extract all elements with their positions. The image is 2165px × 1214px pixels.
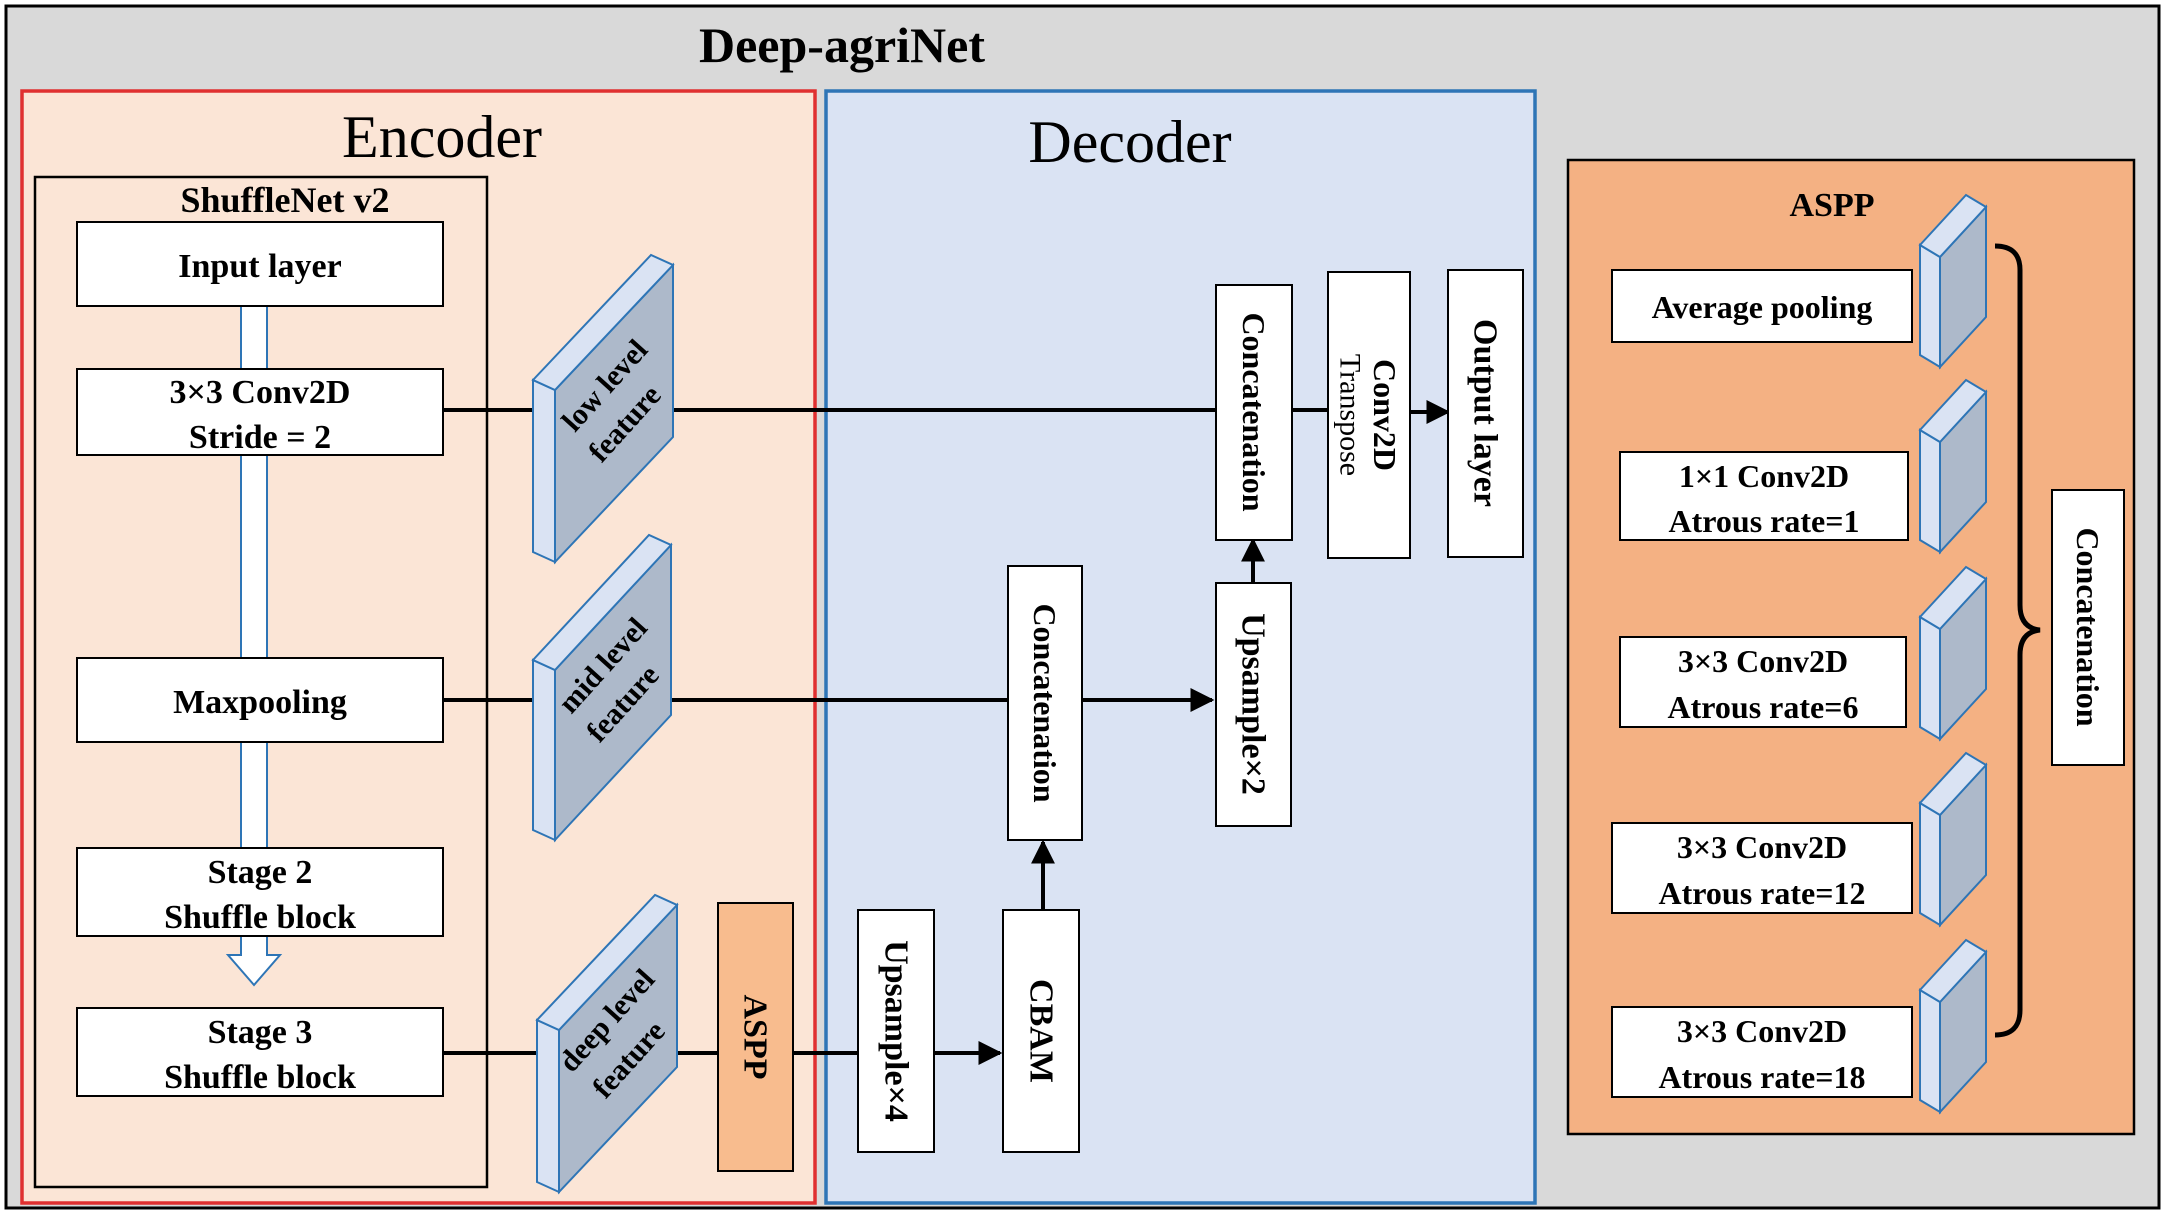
aspp-panel-title: ASPP bbox=[1790, 187, 1875, 224]
aspp-branch-average-pooling: Average pooling bbox=[1611, 269, 1913, 343]
stage3-label-1: Stage 3 bbox=[208, 1014, 313, 1051]
low-level-feature: low level feature bbox=[531, 253, 675, 565]
aspp-branch-box bbox=[1611, 1006, 1913, 1098]
maxpooling-box bbox=[76, 657, 444, 743]
aspp-feature-slab-3 bbox=[1918, 565, 1988, 742]
aspp-concat-label: Concatenation bbox=[2070, 527, 2106, 726]
mid-level-feature-top bbox=[531, 533, 673, 672]
aspp-curly-brace bbox=[1994, 243, 2041, 1038]
aspp-branch-label: 3×3 Conv2D bbox=[1677, 1013, 1847, 1049]
aspp-branch-box bbox=[1619, 451, 1909, 541]
aspp-branch-box bbox=[1611, 269, 1913, 343]
conv-stride-label-1: 3×3 Conv2D bbox=[170, 374, 351, 411]
aspp-branch-label: 3×3 Conv2D bbox=[1678, 643, 1848, 679]
conv-transpose-label-1: Conv2D bbox=[1367, 359, 1403, 471]
aspp-branch-label: 3×3 Conv2D bbox=[1677, 829, 1847, 865]
aspp-branch-label: Average pooling bbox=[1652, 289, 1873, 325]
encoder-aspp-box bbox=[717, 902, 794, 1172]
upsample2-box bbox=[1215, 582, 1292, 827]
backbone-flow-arrow bbox=[225, 306, 283, 987]
low-level-feature-top bbox=[531, 253, 675, 392]
input-layer-label: Input layer bbox=[178, 248, 341, 285]
stage2-label-2: Shuffle block bbox=[164, 899, 356, 936]
encoder-title: Encoder bbox=[342, 104, 542, 170]
conv-transpose-label-2: Transpose bbox=[1334, 354, 1367, 476]
mid-level-feature: mid level feature bbox=[531, 533, 673, 843]
conv-transpose-box bbox=[1327, 271, 1411, 559]
stage3-label-2: Shuffle block bbox=[164, 1059, 356, 1096]
aspp-concat-box bbox=[2051, 489, 2125, 766]
upsample2-label: Upsample×2 bbox=[1235, 613, 1272, 795]
aspp-branch-label: Atrous rate=1 bbox=[1669, 503, 1860, 539]
aspp-branch-label: Atrous rate=12 bbox=[1659, 875, 1866, 911]
aspp-branch-label: Atrous rate=18 bbox=[1659, 1059, 1866, 1095]
deep-level-feature-top bbox=[535, 893, 679, 1032]
low-level-feature-side bbox=[532, 378, 556, 564]
output-layer-box bbox=[1447, 269, 1524, 558]
concat-top-box bbox=[1215, 284, 1293, 541]
shufflenet-title: ShuffleNet v2 bbox=[181, 180, 390, 220]
aspp-branch-label: Atrous rate=6 bbox=[1668, 689, 1859, 725]
deep-level-feature: deep level feature bbox=[535, 893, 679, 1195]
conv-stride-box bbox=[76, 368, 444, 456]
aspp-feature-slab-1 bbox=[1918, 193, 1988, 370]
stage2-label-1: Stage 2 bbox=[208, 854, 313, 891]
aspp-feature-slab-4 bbox=[1918, 751, 1988, 928]
aspp-branch-box bbox=[1611, 822, 1913, 914]
aspp-feature-slab-5 bbox=[1918, 938, 1988, 1115]
diagram-title: Deep-agriNet bbox=[699, 17, 985, 73]
output-layer-label: Output layer bbox=[1467, 319, 1504, 507]
mid-level-feature-side bbox=[532, 658, 556, 842]
decoder-panel bbox=[824, 89, 1537, 1205]
deep-level-feature-side bbox=[536, 1018, 560, 1194]
upsample4-box bbox=[857, 909, 935, 1153]
concat-mid-label: Concatenation bbox=[1027, 603, 1063, 802]
aspp-branch-box bbox=[1619, 636, 1907, 728]
aspp-branch-conv3x3-rate12: 3×3 Conv2D Atrous rate=12 bbox=[1611, 822, 1913, 914]
stage2-box bbox=[76, 847, 444, 937]
maxpooling-label: Maxpooling bbox=[173, 684, 347, 721]
aspp-branch-label: 1×1 Conv2D bbox=[1679, 458, 1849, 494]
decoder-title: Decoder bbox=[1028, 109, 1231, 175]
concat-top-label: Concatenation bbox=[1236, 312, 1272, 511]
aspp-branch-conv3x3-rate18: 3×3 Conv2D Atrous rate=18 bbox=[1611, 1006, 1913, 1098]
aspp-branch-conv3x3-rate6: 3×3 Conv2D Atrous rate=6 bbox=[1619, 636, 1907, 728]
encoder-aspp-label: ASPP bbox=[737, 995, 774, 1080]
concat-mid-box bbox=[1007, 565, 1083, 841]
cbam-box bbox=[1002, 909, 1080, 1153]
aspp-feature-slab-2 bbox=[1918, 378, 1988, 555]
aspp-branch-conv1x1: 1×1 Conv2D Atrous rate=1 bbox=[1619, 451, 1909, 541]
upsample4-label: Upsample×4 bbox=[878, 940, 915, 1122]
input-layer-box bbox=[76, 221, 444, 307]
cbam-label: CBAM bbox=[1023, 979, 1060, 1083]
conv-stride-label-2: Stride = 2 bbox=[189, 419, 331, 456]
